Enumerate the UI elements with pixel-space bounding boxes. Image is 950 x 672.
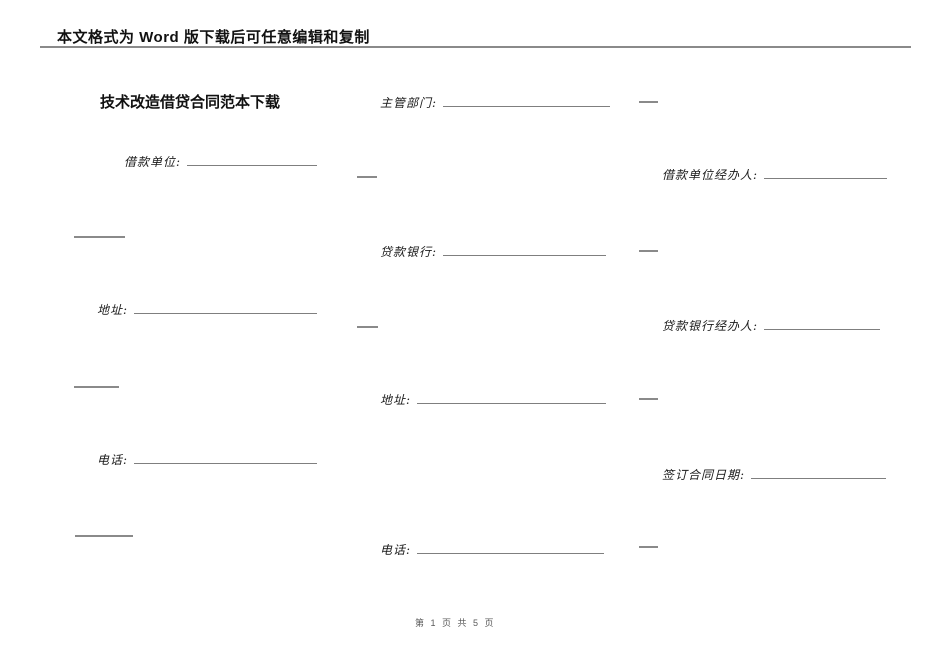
- field-bank-agent: 贷款银行经办人:: [662, 316, 881, 334]
- blank-supervisor-department[interactable]: [443, 93, 611, 107]
- field-label-borrower-unit: 借款单位:: [124, 155, 182, 169]
- field-label-borrower-address: 地址:: [97, 303, 129, 317]
- field-label-contract-date: 签订合同日期:: [662, 468, 746, 482]
- field-bank-address: 地址:: [380, 390, 607, 408]
- page-footer: 第 1 页 共 5 页: [415, 616, 496, 629]
- field-supervisor-department: 主管部门:: [380, 93, 611, 111]
- blank-line-segment[interactable]: [74, 236, 125, 238]
- field-label-bank-address: 地址:: [380, 393, 412, 407]
- blank-borrower-address[interactable]: [134, 300, 318, 314]
- blank-lending-bank[interactable]: [443, 242, 607, 256]
- document-title: 技术改造借贷合同范本下载: [100, 94, 281, 111]
- blank-line-segment[interactable]: [639, 546, 658, 548]
- blank-borrower-agent[interactable]: [764, 165, 888, 179]
- header-divider: [40, 46, 911, 48]
- blank-bank-phone[interactable]: [417, 540, 605, 554]
- field-label-supervisor-department: 主管部门:: [380, 96, 438, 110]
- blank-bank-agent[interactable]: [764, 316, 881, 330]
- blank-borrower-unit[interactable]: [187, 152, 318, 166]
- field-label-bank-agent: 贷款银行经办人:: [662, 319, 759, 333]
- header-notice: 本文格式为 Word 版下载后可任意编辑和复制: [57, 29, 370, 46]
- field-bank-phone: 电话:: [380, 540, 605, 558]
- page-number-text: 第 1 页 共 5 页: [415, 618, 496, 628]
- blank-line-segment[interactable]: [639, 398, 658, 400]
- field-label-borrower-agent: 借款单位经办人:: [662, 168, 759, 182]
- field-label-borrower-phone: 电话:: [97, 453, 129, 467]
- blank-line-segment[interactable]: [74, 386, 119, 388]
- field-borrower-agent: 借款单位经办人:: [662, 165, 888, 183]
- blank-line-segment[interactable]: [639, 250, 658, 252]
- blank-line-segment[interactable]: [357, 176, 377, 178]
- blank-line-segment[interactable]: [357, 326, 378, 328]
- field-borrower-phone: 电话:: [97, 450, 318, 468]
- field-contract-date: 签订合同日期:: [662, 465, 887, 483]
- blank-bank-address[interactable]: [417, 390, 607, 404]
- field-label-lending-bank: 贷款银行:: [380, 245, 438, 259]
- blank-contract-date[interactable]: [751, 465, 887, 479]
- field-label-bank-phone: 电话:: [380, 543, 412, 557]
- field-borrower-unit: 借款单位:: [124, 152, 318, 170]
- field-borrower-address: 地址:: [97, 300, 318, 318]
- blank-line-segment[interactable]: [639, 101, 658, 103]
- field-lending-bank: 贷款银行:: [380, 242, 607, 260]
- blank-line-segment[interactable]: [75, 535, 133, 537]
- blank-borrower-phone[interactable]: [134, 450, 318, 464]
